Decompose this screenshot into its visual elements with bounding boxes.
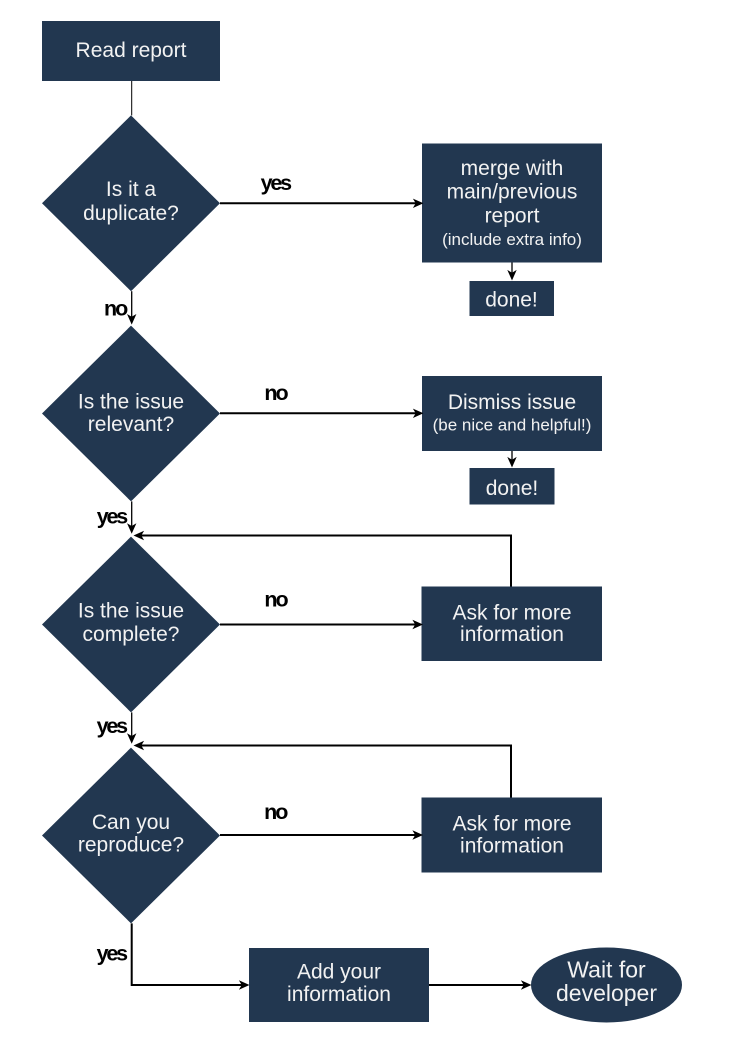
svg-text:relevant?: relevant? [88, 413, 174, 436]
svg-text:yes: yes [261, 171, 293, 195]
svg-text:(include extra info): (include extra info) [442, 230, 582, 249]
svg-text:information: information [460, 623, 564, 646]
svg-text:no: no [264, 381, 288, 405]
svg-text:no: no [264, 588, 288, 612]
svg-text:information: information [287, 983, 391, 1006]
svg-text:Is the issue: Is the issue [78, 600, 184, 623]
svg-text:Is it a: Is it a [106, 178, 157, 201]
svg-text:report: report [485, 205, 540, 228]
svg-text:main/previous: main/previous [447, 181, 578, 204]
svg-text:Read report: Read report [76, 39, 187, 62]
svg-text:no: no [264, 800, 288, 824]
svg-text:developer: developer [556, 980, 657, 1006]
svg-text:reproduce?: reproduce? [78, 834, 184, 857]
svg-text:yes: yes [97, 714, 129, 738]
svg-text:Can you: Can you [92, 811, 170, 834]
svg-text:(be nice and helpful!): (be nice and helpful!) [433, 416, 592, 435]
svg-text:information: information [460, 835, 564, 858]
svg-text:no: no [104, 296, 128, 320]
svg-text:Ask for more: Ask for more [452, 813, 571, 836]
svg-text:duplicate?: duplicate? [83, 202, 179, 225]
svg-text:yes: yes [97, 505, 129, 529]
svg-text:Ask for more: Ask for more [452, 601, 571, 624]
svg-text:Add your: Add your [297, 960, 381, 983]
svg-text:complete?: complete? [83, 623, 180, 646]
svg-text:done!: done! [486, 477, 539, 500]
svg-text:done!: done! [485, 288, 538, 311]
svg-text:Dismiss issue: Dismiss issue [448, 391, 576, 414]
svg-text:yes: yes [97, 941, 129, 965]
svg-text:Is the issue: Is the issue [78, 391, 184, 414]
svg-text:merge with: merge with [461, 157, 564, 180]
svg-text:Wait for: Wait for [567, 956, 646, 982]
